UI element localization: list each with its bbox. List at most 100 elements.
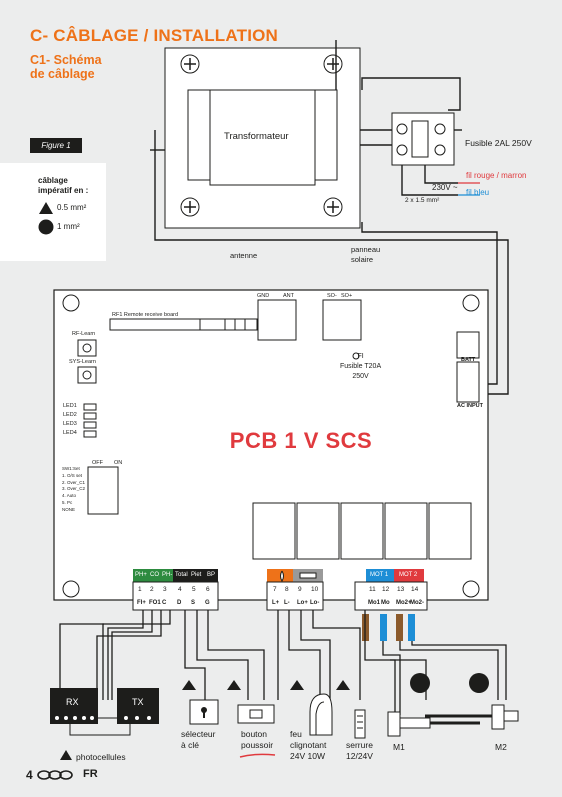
switch-off-label: OFF bbox=[92, 460, 103, 466]
fuse-rating: Fusible T20A bbox=[340, 363, 382, 370]
terminal-pin-label: L- bbox=[284, 600, 290, 606]
led-indicators bbox=[83, 403, 97, 438]
led1-label: LED1 bbox=[63, 403, 77, 409]
motor-m2 bbox=[425, 704, 519, 730]
fuse-label: Fusible 2AL 250V bbox=[465, 138, 532, 148]
terminal-pin-label: Lo+ bbox=[297, 600, 308, 606]
terminal-number: 11 bbox=[369, 586, 376, 593]
switch-label: 5. Pc bbox=[62, 499, 73, 505]
terminal-ph-minus: PH- bbox=[162, 572, 173, 578]
relay-blocks bbox=[252, 502, 472, 560]
terminal-total: Total bbox=[175, 572, 188, 578]
transformer bbox=[164, 47, 361, 229]
terminal-number: 6 bbox=[206, 586, 210, 593]
led3-label: LED3 bbox=[63, 421, 77, 427]
gnd-label: GND bbox=[257, 293, 270, 299]
underline-annotation bbox=[239, 753, 276, 758]
board-fuse-label: FI Fusible T20A 250V bbox=[340, 352, 381, 382]
fuse-terminal-block bbox=[391, 112, 455, 166]
light-line-2: clignotant bbox=[290, 740, 327, 750]
motor-m1-label: M1 bbox=[393, 742, 405, 752]
terminal-number: 4 bbox=[178, 586, 182, 593]
board-name: PCB 1 V SCS bbox=[229, 428, 373, 453]
terminal-pin-label: L+ bbox=[272, 600, 280, 606]
switch-label: SW1:Set bbox=[62, 466, 80, 471]
selector-line-2: à clé bbox=[181, 740, 199, 750]
transformer-label: Transformateur bbox=[224, 131, 289, 142]
terminal-number: 2 bbox=[150, 586, 154, 593]
flashing-light-label: feu clignotant 24V 10W bbox=[290, 729, 326, 762]
triangle-icon bbox=[39, 202, 53, 214]
mains-wires bbox=[150, 40, 509, 395]
terminal-pin-label: Mo2- bbox=[410, 600, 424, 606]
photocells-label: photocellules bbox=[76, 752, 126, 762]
button-line-2: poussoir bbox=[241, 740, 274, 750]
fuse-voltage: 250V bbox=[352, 373, 369, 380]
led4-label: LED4 bbox=[63, 430, 77, 436]
key-selector-device bbox=[189, 699, 219, 725]
solar-label-line-1: panneau bbox=[351, 245, 381, 254]
push-button-device bbox=[237, 704, 275, 724]
brand-logo-icon bbox=[37, 770, 73, 780]
subtitle-line-2: de câblage bbox=[30, 67, 95, 81]
button-line-1: bouton bbox=[241, 729, 267, 739]
terminal-number: 1 bbox=[138, 586, 142, 593]
terminal-mot1: MOT 1 bbox=[370, 572, 389, 578]
batt-label: BATT bbox=[461, 357, 476, 363]
wire-section-label: 2 x 1.5 mm² bbox=[405, 197, 440, 204]
lock-icon bbox=[299, 572, 317, 579]
terminal-pin-label: D bbox=[177, 600, 182, 606]
so-plus-label: SO+ bbox=[341, 293, 353, 299]
terminal-number: 12 bbox=[382, 586, 390, 593]
motor-wire-colors bbox=[362, 614, 415, 641]
terminal-mot2: MOT 2 bbox=[399, 572, 418, 578]
solar-panel-label: panneau solaire bbox=[351, 245, 380, 265]
lock-line-2: 12/24V bbox=[346, 751, 373, 761]
key-selector-label: sélecteur à clé bbox=[181, 729, 216, 751]
dip-switch-labels: SW1:Set 1. O/S set 2. Over_C1 3. Over_C2… bbox=[62, 466, 85, 514]
light-line-3: 24V 10W bbox=[290, 751, 325, 761]
terminal-pin-label: Mo1 bbox=[368, 600, 380, 606]
language-code: FR bbox=[83, 768, 98, 780]
legend-circle-label: 1 mm² bbox=[57, 222, 80, 231]
section-subtitle: C1- Schéma de câblage bbox=[30, 53, 102, 81]
antenna-label: antenne bbox=[230, 251, 258, 260]
terminal-ph-plus: PH+ bbox=[135, 572, 147, 578]
terminal-pin-label: FO1 bbox=[149, 600, 161, 606]
wire-blue-label: fil bleu bbox=[466, 188, 490, 197]
switch-label: 2. Over_C1 bbox=[62, 479, 86, 485]
legend-heading: câblage impératif en : bbox=[38, 176, 88, 196]
motor-m1 bbox=[387, 711, 480, 737]
led2-label: LED2 bbox=[63, 412, 77, 418]
switch-label: 1. O/S set bbox=[62, 472, 83, 478]
device-wires bbox=[59, 610, 507, 715]
so-minus-label: SO- bbox=[327, 293, 337, 299]
terminal-number: 8 bbox=[285, 586, 289, 593]
terminal-pin-label: C bbox=[162, 600, 167, 606]
light-line-1: feu bbox=[290, 729, 302, 739]
page-number: 4 bbox=[26, 768, 33, 782]
switch-label: 4. Auto bbox=[62, 493, 77, 499]
flashing-light-device bbox=[309, 693, 333, 736]
subtitle-line-1: C1- Schéma bbox=[30, 53, 102, 67]
electric-lock-device bbox=[354, 709, 366, 739]
rf-learn-label: RF-Learn bbox=[72, 331, 96, 337]
terminal-co: CO bbox=[150, 572, 159, 578]
terminal-pin-label: S bbox=[191, 600, 196, 606]
rx-label: RX bbox=[66, 697, 79, 707]
terminal-number: 14 bbox=[411, 586, 419, 593]
lock-line-1: serrure bbox=[346, 740, 373, 750]
terminal-number: 13 bbox=[397, 586, 405, 593]
switch-on-label: ON bbox=[114, 460, 123, 466]
terminal-pin-label: FI+ bbox=[137, 600, 146, 606]
terminal-number: 3 bbox=[163, 586, 167, 593]
switch-label: NONE bbox=[62, 506, 76, 512]
board-name-panel bbox=[228, 425, 374, 461]
voltage-label: 230V ~ bbox=[432, 183, 458, 192]
led-labels: LED1 LED2 LED3 LED4 bbox=[63, 402, 77, 438]
ac-input-label: AC INPUT bbox=[457, 403, 483, 409]
rf-module-label: RF1 Remote receive board bbox=[112, 312, 179, 318]
switch-label: 3. Over_C2 bbox=[62, 486, 86, 492]
